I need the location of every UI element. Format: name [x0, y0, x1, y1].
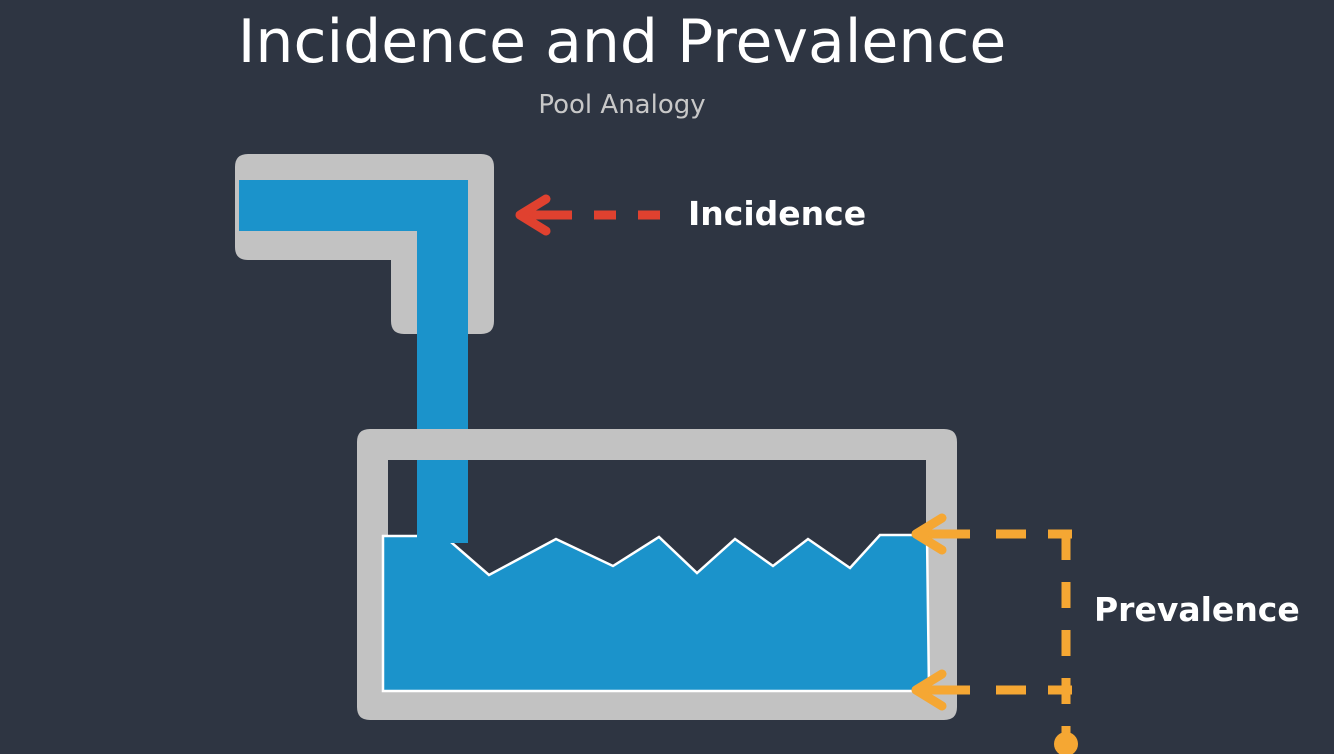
- pool-water: [381, 533, 931, 693]
- incidence-label: Incidence: [688, 194, 867, 233]
- faucet-water-vertical: [417, 180, 468, 543]
- prevalence-label: Prevalence: [1094, 590, 1300, 629]
- incidence-arrow: [515, 194, 678, 236]
- prevalence-bracket: [911, 513, 1078, 754]
- faucet-stream-inlet: [417, 520, 468, 543]
- left-arrow-icon: [515, 194, 551, 236]
- left-arrow-icon: [911, 669, 947, 711]
- page-title: Incidence and Prevalence: [237, 7, 1007, 77]
- page-subtitle: Pool Analogy: [538, 90, 706, 120]
- left-arrow-icon: [911, 513, 947, 555]
